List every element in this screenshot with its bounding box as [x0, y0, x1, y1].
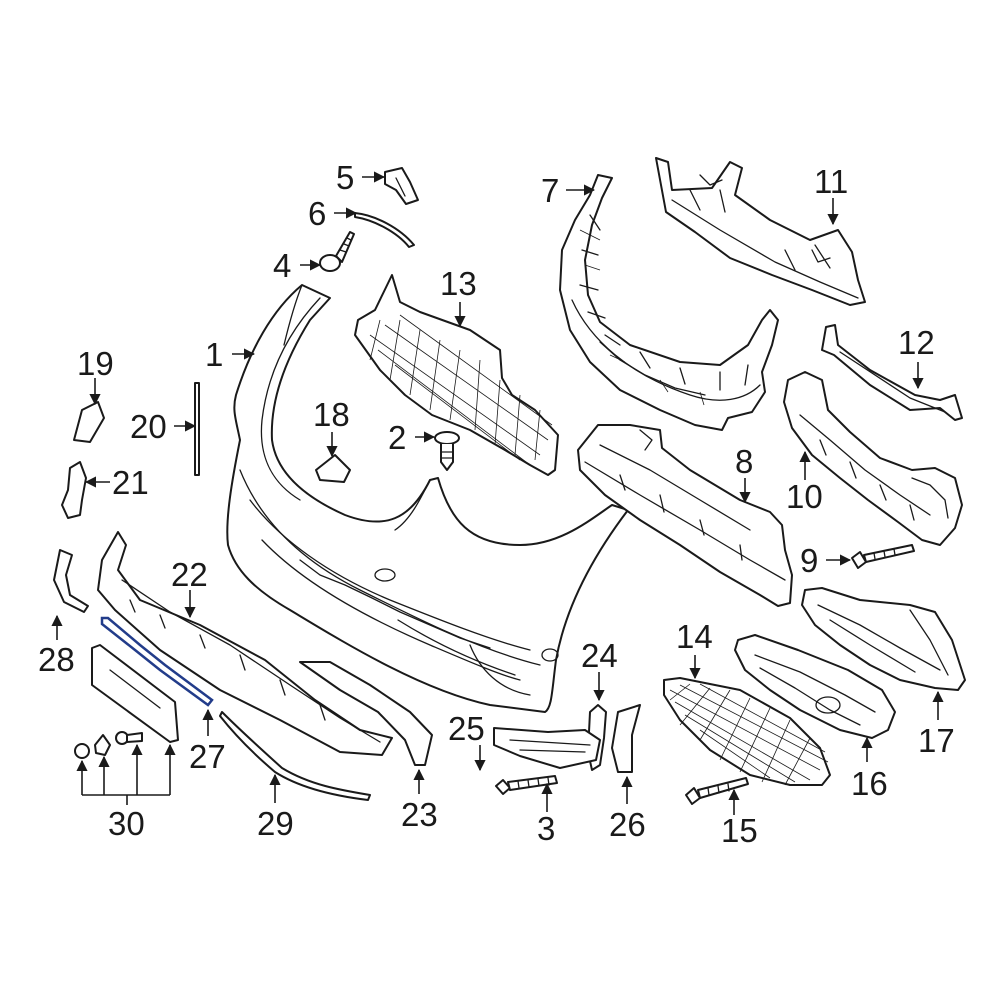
callout-28: 28: [38, 641, 75, 678]
callout-labels: 1 2 3 4 5 6 7 8 9 10 11 12 13 14 15 16 1…: [38, 159, 955, 849]
callout-21: 21: [112, 464, 149, 501]
support-8[interactable]: [577, 424, 793, 607]
bracket-26[interactable]: [611, 704, 641, 773]
callout-26: 26: [609, 806, 646, 843]
trim-strip-27-highlighted[interactable]: [100, 616, 214, 707]
callout-13: 13: [440, 265, 477, 302]
seal-strip-20[interactable]: [194, 382, 200, 476]
callout-18: 18: [313, 396, 350, 433]
callout-27: 27: [189, 738, 226, 775]
lower-trim-22[interactable]: [97, 531, 393, 756]
bracket-5[interactable]: [384, 167, 419, 205]
callout-29: 29: [257, 805, 294, 842]
clip-30[interactable]: [94, 734, 111, 756]
air-duct-13[interactable]: [354, 274, 559, 476]
callout-25: 25: [448, 710, 485, 747]
license-plate-bracket-30[interactable]: [91, 644, 179, 743]
cover-19[interactable]: [73, 401, 105, 443]
callout-11: 11: [814, 163, 848, 200]
bracket-28[interactable]: [53, 549, 89, 613]
bolt-3[interactable]: [495, 775, 558, 795]
rivet-15[interactable]: [685, 777, 749, 805]
callout-5: 5: [336, 159, 354, 196]
callout-24: 24: [581, 637, 618, 674]
screw-30[interactable]: [115, 731, 143, 745]
nut-30[interactable]: [74, 743, 90, 759]
callout-6: 6: [308, 195, 326, 232]
callout-10: 10: [786, 478, 823, 515]
bezel-17[interactable]: [801, 587, 966, 691]
cover-cap-18[interactable]: [315, 454, 351, 483]
grille-14[interactable]: [663, 677, 831, 786]
push-rivet-2[interactable]: [434, 431, 460, 471]
callout-14: 14: [676, 618, 713, 655]
bezel-16[interactable]: [734, 634, 896, 739]
molding-6[interactable]: [354, 212, 415, 248]
callout-9: 9: [800, 542, 818, 579]
brace-bar-12[interactable]: [821, 324, 963, 421]
callout-23: 23: [401, 796, 438, 833]
callout-2: 2: [388, 419, 406, 456]
screw-4[interactable]: [319, 231, 355, 272]
trim-strip-23[interactable]: [299, 661, 433, 766]
callout-19: 19: [77, 345, 114, 382]
reinforcement-11[interactable]: [655, 157, 866, 306]
absorber-10[interactable]: [783, 371, 963, 546]
callout-1: 1: [205, 336, 223, 373]
mount-bracket-25[interactable]: [493, 727, 601, 769]
bracket-21[interactable]: [61, 461, 87, 519]
callout-8: 8: [735, 443, 753, 480]
callout-7: 7: [541, 172, 559, 209]
callout-30: 30: [108, 805, 145, 842]
callout-4: 4: [273, 247, 291, 284]
callout-15: 15: [721, 812, 758, 849]
callout-16: 16: [851, 765, 888, 802]
leader-lines: [51, 171, 944, 815]
energy-absorber-7[interactable]: [559, 174, 779, 431]
callout-3: 3: [537, 810, 555, 847]
callout-22: 22: [171, 556, 208, 593]
callout-12: 12: [898, 324, 935, 361]
bumper-cover[interactable]: [226, 284, 629, 713]
fastener-9[interactable]: [851, 544, 915, 569]
lower-molding-29[interactable]: [219, 711, 371, 801]
callout-17: 17: [918, 722, 955, 759]
callout-20: 20: [130, 408, 167, 445]
